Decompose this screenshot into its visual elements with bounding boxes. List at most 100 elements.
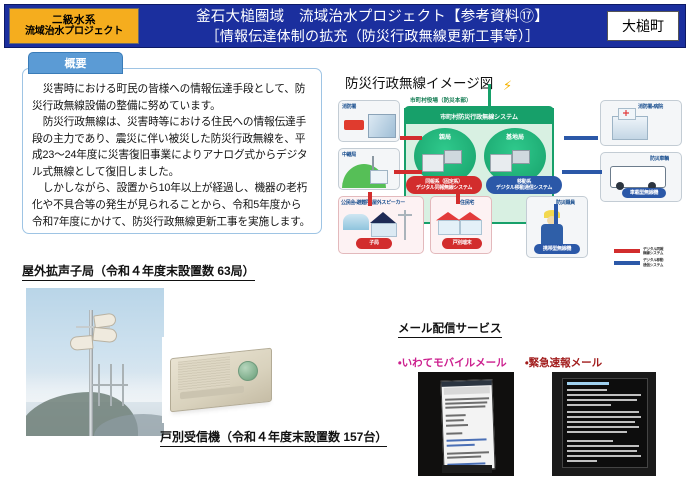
residence-roof-1-icon bbox=[436, 212, 460, 221]
alert-text-line bbox=[567, 416, 641, 418]
alert-text-line bbox=[567, 389, 607, 391]
residence-wall-2-icon bbox=[460, 220, 482, 235]
diagram-legend: デジタル同報 無線システム デジタル移動 通信システム bbox=[614, 247, 686, 270]
receiver-speaker-grill bbox=[178, 356, 230, 392]
alert-text-line bbox=[567, 440, 613, 442]
mountain-silhouette-far bbox=[94, 414, 164, 436]
red-cross-icon bbox=[623, 110, 629, 116]
radio-wave-icon: ⚡ bbox=[503, 78, 513, 93]
arrow-relay-to-hall bbox=[368, 192, 372, 206]
legend-broadcast-line1: デジタル同報 bbox=[643, 246, 664, 251]
portable-radio-pill: 携帯型無線機 bbox=[534, 244, 580, 254]
legend-item-broadcast: デジタル同報 無線システム bbox=[614, 247, 686, 256]
antenna-mast-icon bbox=[488, 84, 491, 108]
page-header: 二級水系 流域治水プロジェクト 釜石大槌圏域 流域治水プロジェクト【参考資料⑰】… bbox=[4, 4, 686, 48]
mail-text-line bbox=[446, 451, 489, 455]
parent-station-monitor-icon bbox=[444, 150, 462, 164]
alert-text-line bbox=[567, 445, 639, 447]
mail-text-line bbox=[445, 405, 486, 409]
municipal-system-label: 市町村防災行政無線システム bbox=[404, 108, 554, 124]
base-station-label: 基地局 bbox=[505, 135, 524, 141]
disaster-vehicle-label: 防災車輌 bbox=[650, 156, 669, 162]
staff-body-icon bbox=[541, 224, 563, 244]
residence-wall-1-icon bbox=[438, 220, 460, 235]
alert-text-line bbox=[567, 455, 641, 457]
mail-text-line bbox=[446, 432, 463, 435]
arrow-staff-link bbox=[554, 204, 558, 224]
mail-text-line bbox=[445, 424, 469, 427]
fire-station-building-icon bbox=[368, 114, 396, 138]
project-badge-line1: 二級水系 bbox=[52, 13, 96, 26]
public-hall-roof-icon bbox=[343, 214, 369, 230]
alert-text-line bbox=[567, 431, 627, 433]
digital-broadcast-pill-line1: 同報系（固定系） bbox=[425, 178, 463, 185]
relay-station-label: 中継局 bbox=[342, 152, 357, 158]
loudspeaker-horn-2 bbox=[92, 326, 118, 344]
house-wall-icon bbox=[371, 223, 397, 237]
mail-service-caption: メール配信サービス bbox=[398, 320, 502, 338]
speaker-pole bbox=[89, 310, 93, 436]
alert-text-line bbox=[567, 404, 611, 406]
staff-helmet-icon bbox=[544, 210, 560, 218]
receiver-section-caption: 戸別受信機（令和４年度末設置数 157台） bbox=[160, 428, 388, 447]
digital-mobile-pill: 移動系 デジタル移動通信システム bbox=[486, 176, 562, 194]
antenna-boom bbox=[92, 384, 128, 386]
speaker-crossarm-icon bbox=[398, 214, 412, 216]
arrow-fire-to-center bbox=[400, 136, 422, 140]
summary-paragraph-2: 防災行政無線は、災害時等における住民への情報伝達手段の主力であり、震災に伴い被災… bbox=[32, 116, 308, 178]
fire-truck-icon bbox=[344, 120, 364, 130]
vehicle-wheel-right-icon bbox=[648, 182, 656, 190]
relay-building-icon bbox=[370, 170, 388, 184]
page-title: 釜石大槌圏域 流域治水プロジェクト【参考資料⑰】 ［情報伝達体制の拡充（防災行政… bbox=[145, 7, 600, 47]
loudspeaker-horn-3 bbox=[69, 335, 94, 351]
alert-timestamp-line bbox=[567, 382, 609, 385]
town-name-badge: 大槌町 bbox=[607, 11, 679, 41]
digital-mobile-pill-line2: デジタル移動通信システム bbox=[495, 185, 553, 191]
vehicle-radio-pill: 車載型無線機 bbox=[622, 188, 666, 198]
household-receiver-photo bbox=[162, 337, 282, 423]
staff-head-icon bbox=[547, 216, 557, 225]
speaker-pole-icon bbox=[404, 210, 406, 240]
phone-screen-light bbox=[440, 379, 496, 471]
mail-link-line bbox=[446, 438, 487, 442]
hospital-building-icon bbox=[612, 116, 648, 140]
project-badge: 二級水系 流域治水プロジェクト bbox=[9, 8, 139, 44]
arrow-to-residence bbox=[456, 192, 460, 204]
loudspeaker-horn-1 bbox=[93, 312, 117, 329]
alert-text-line bbox=[567, 460, 597, 462]
base-station-monitor-icon bbox=[512, 150, 530, 164]
mail-text-line bbox=[447, 455, 482, 459]
child-station-pill: 子局 bbox=[356, 238, 392, 249]
mail-text-line bbox=[445, 414, 466, 417]
mail-text-line bbox=[445, 419, 464, 422]
vehicle-wheel-left-icon bbox=[616, 182, 624, 190]
emergency-alert-photo bbox=[552, 372, 656, 476]
mail-text-line bbox=[445, 397, 490, 401]
alert-text-line bbox=[567, 426, 639, 428]
arrow-center-to-relay bbox=[394, 170, 422, 174]
residence-label: 住民宅 bbox=[460, 200, 475, 206]
residence-roof-2-icon bbox=[458, 212, 482, 221]
legend-color-mobile bbox=[614, 260, 640, 265]
parent-station-label: 親局 bbox=[438, 135, 451, 141]
legend-mobile-line1: デジタル移動 bbox=[643, 258, 664, 263]
fire-station-label: 消防署 bbox=[342, 104, 357, 110]
phone-screen-dark bbox=[562, 378, 648, 468]
arrow-hospital-to-center bbox=[564, 136, 598, 140]
disaster-staff-label: 防災職員 bbox=[556, 200, 575, 206]
radio-system-diagram: ⚡ 市町村役場（防災本部） 市町村防災行政無線システム 親局 基地局 消防署 中… bbox=[338, 78, 688, 272]
project-badge-line2: 流域治水プロジェクト bbox=[25, 26, 123, 38]
legend-label-broadcast: デジタル同報 無線システム bbox=[643, 247, 663, 256]
alert-text-line bbox=[567, 411, 639, 413]
house-roof-icon bbox=[370, 212, 396, 223]
diagram-title: 防災行政無線イメージ図 bbox=[345, 76, 494, 91]
legend-color-broadcast bbox=[614, 249, 640, 254]
arrow-center-to-vehicle bbox=[562, 170, 602, 174]
yagi-antenna bbox=[92, 364, 128, 406]
summary-paragraph-1: 災害時における町民の皆様への情報伝達手段として、防災行政無線設備の整備に努めてい… bbox=[32, 83, 306, 112]
summary-paragraph-3: しかしながら、設置から10年以上が経過し、機器の老朽化や不具合等の発生が見られる… bbox=[32, 182, 311, 228]
digital-broadcast-pill: 同報系（固定系） デジタル同報無線システム bbox=[406, 176, 482, 194]
mail-link-line bbox=[446, 443, 475, 447]
alert-text-line bbox=[567, 421, 635, 423]
